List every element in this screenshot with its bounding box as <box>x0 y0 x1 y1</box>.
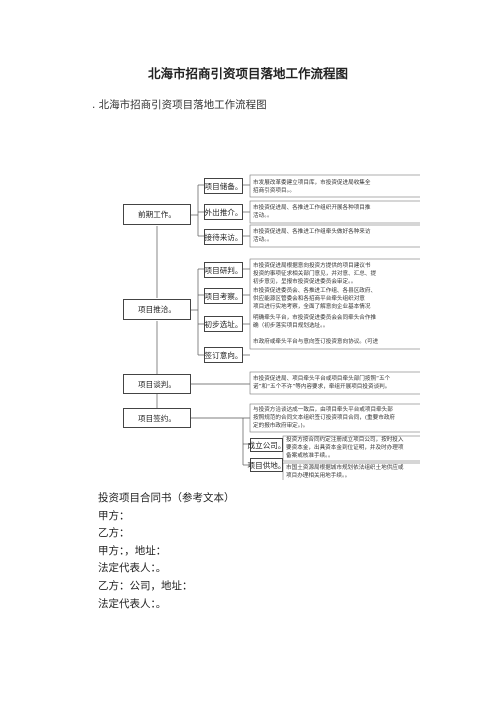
step-box-project-assessment: 项目研判。 <box>204 262 243 278</box>
step-description-land-supply: 市国土资源局根据城市规划依法组织土地供应或 项目办理相关用地手续。。 <box>286 464 420 480</box>
desc-line: 市投资促进局、项目牵头平台或项目牵头部门按照“五个 <box>253 376 391 382</box>
step-box-land-supply: 项目供地。 <box>248 458 285 472</box>
party-b-address-line: 乙方：公司，地址： <box>98 579 193 592</box>
desc-line: 明确牵头平台，市投资促进委员会会同牵头合作推 <box>253 315 377 321</box>
desc-line: 投资的事项征求相关部门意见，并对意、汇总、提 <box>253 271 377 277</box>
desc-line: 要资本金，出具资本金到位证明，并及时办理项 <box>286 445 404 451</box>
step-box-sign-intent: 签订意向。 <box>204 347 243 363</box>
step-description-receive-visits: 市投资促进局、各推进工作组牵头做好各种来访 活动。。 <box>253 228 420 244</box>
phase-box-preliminary: 前期工作。 <box>123 204 191 225</box>
desc-line: 活动。。 <box>253 237 273 243</box>
desc-line: 市投资促进局根据意向投资方提供的项目建议书 <box>253 263 371 269</box>
phase-box-promotion: 项目推洽。 <box>123 299 191 320</box>
desc-frame <box>282 435 420 462</box>
desc-line: 市投资促进局、各推进工作组织开展各种项目推 <box>253 205 371 211</box>
desc-line: 按照规范的合同文本组织签订投资项目合同，(重要市政府 <box>253 415 396 421</box>
contract-heading: 投资项目合同书（参考文本） <box>98 492 235 504</box>
step-description-site-selection: 明确牵头平台，市投资促进委员会会同牵头合作推 确（初步落实项目规划选址。。 <box>253 314 420 330</box>
desc-line: 项目办理相关用地手续。。 <box>286 473 351 479</box>
phase-box-negotiation: 项目谈判。 <box>123 374 191 394</box>
step-box-establish-company: 成立公司。 <box>248 438 285 452</box>
desc-line: 市政府或牵头平台与意向签订投资意向协议。(可进 <box>253 339 379 345</box>
desc-line: 定的报市政府审定。)。 <box>253 423 309 429</box>
page-title: 北海市招商引资项目落地工作流程图 <box>147 66 348 81</box>
flowchart-connectors <box>156 174 420 480</box>
desc-frame <box>282 462 420 480</box>
page-subtitle: . 北海市招商引资项目落地工作流程图 <box>92 99 267 111</box>
desc-line: 活动。。 <box>253 213 273 219</box>
party-a-representative-line: 法定代表人：。 <box>98 562 167 575</box>
desc-frame <box>249 258 420 350</box>
desc-line: 市发展改革委建立项目库，市投资促进局收集全 <box>253 180 371 186</box>
party-a-line: 甲方： <box>98 509 130 522</box>
desc-line: 投资方按合同约定注册成立项目公司，按时投入 <box>286 437 404 443</box>
desc-line: 初步意见，呈报市投资促进委员会审定。。 <box>253 279 357 285</box>
step-description-negotiation: 市投资促进局、项目牵头平台或项目牵头部门按照“五个 诺”和“五个不许”等内容要求… <box>253 375 420 391</box>
desc-line: 市国土资源局根据城市规划依法组织土地供应或 <box>286 465 404 471</box>
desc-frame <box>249 200 420 224</box>
desc-frame <box>249 371 420 395</box>
step-description-signing: 与投资方洽谈达成一致后，由项目牵头平台或项目牵头部 按照规范的合同文本组织签订投… <box>253 406 420 430</box>
desc-line: 与投资方洽谈达成一致后，由项目牵头平台或项目牵头部 <box>253 407 393 413</box>
party-b-representative-line: 法定代表人：。 <box>98 597 167 610</box>
desc-line: 供应能源区管委会和各招商平台牵头组织对意 <box>253 296 365 302</box>
step-box-project-inspection: 项目考察。 <box>204 288 243 304</box>
step-box-external-promotion: 外出推介。 <box>204 204 243 220</box>
step-box-site-selection: 初步选址。 <box>204 316 243 332</box>
step-box-receive-visits: 接待来访。 <box>204 229 243 245</box>
flowchart: 前期工作。 项目推洽。 项目谈判。 项目签约。 项目储备。 外出推介。 接待来访… <box>105 170 420 480</box>
desc-line: 市投资促进局、各推进工作组牵头做好各种来访 <box>253 229 371 235</box>
desc-frame <box>249 403 420 433</box>
desc-frame <box>249 224 420 248</box>
step-box-project-reserve: 项目储备。 <box>204 178 243 194</box>
desc-frame <box>249 174 420 198</box>
step-description-project-inspection: 市投资促进委员会、各推进工作组、各县区政府、 供应能源区管委会和各招商平台牵头组… <box>253 287 420 311</box>
desc-line: 招商引资项目。。 <box>253 188 295 194</box>
step-description-establish-company: 投资方按合同约定注册成立项目公司，按时投入 要资本金，出具资本金到位证明，并及时… <box>286 436 420 460</box>
desc-line: 诺”和“五个不许”等内容要求，牵组开展项目投资谈判。 <box>253 384 391 390</box>
party-a-address-line: 甲方：，地址： <box>98 544 167 557</box>
step-description-project-assessment: 市投资促进局根据意向投资方提供的项目建议书 投资的事项征求相关部门意见，并对意、… <box>253 262 420 286</box>
party-b-line: 乙方： <box>98 527 130 540</box>
phase-box-signing: 项目签约。 <box>123 408 191 428</box>
desc-line: 确（初步落实项目规划选址。。 <box>253 323 329 329</box>
desc-line: 市投资促进委员会、各推进工作组、各县区政府、 <box>253 288 377 294</box>
step-description-project-reserve: 市发展改革委建立项目库，市投资促进局收集全 招商引资项目。。 <box>253 179 420 195</box>
desc-line: 备案或核准手续。。 <box>286 453 334 459</box>
desc-line: 项目进行实地考察，全面了解意向企业基本情况 <box>253 304 371 310</box>
step-description-external-promotion: 市投资促进局、各推进工作组织开展各种项目推 活动。。 <box>253 204 420 220</box>
contract-section: 投资项目合同书（参考文本） 甲方： 乙方： 甲方：，地址： 法定代表人：。 乙方… <box>98 490 235 613</box>
step-description-sign-intent: 市政府或牵头平台与意向签订投资意向协议。(可进 <box>253 338 420 346</box>
